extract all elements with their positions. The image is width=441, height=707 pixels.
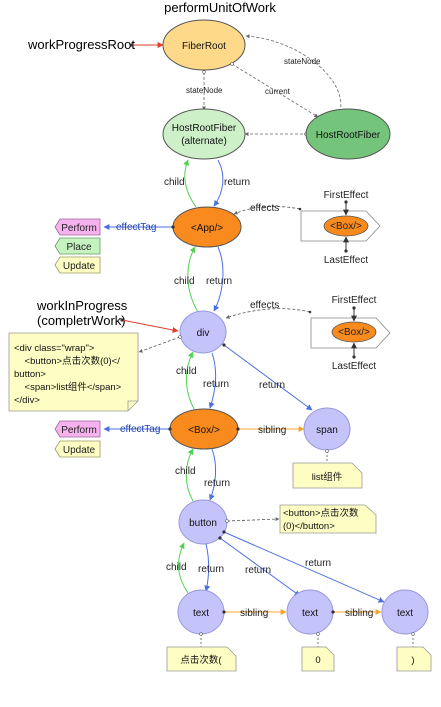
- return-label-6: return: [245, 565, 271, 576]
- sibling-label-3: sibling: [345, 608, 373, 619]
- div-code-note: [8, 332, 139, 412]
- tag-perform-1: [54, 218, 101, 236]
- text-node-3-label: text: [397, 608, 413, 619]
- span-label: span: [316, 425, 338, 436]
- child-label-2: child: [174, 276, 195, 287]
- child-edge-2: [187, 246, 199, 313]
- div-code-line-5: </div>: [14, 395, 40, 406]
- effect-list-2-node: [331, 321, 377, 343]
- div-note-link: [138, 335, 182, 353]
- effects-label-1: effects: [250, 203, 279, 214]
- diagram-title: performUnitOfWork: [164, 0, 276, 15]
- return-edge-1: [213, 159, 224, 207]
- button-note-link: [225, 517, 280, 523]
- tag-update-2: [54, 440, 101, 458]
- host-root-fiber-label: HostRootFiber: [316, 130, 381, 141]
- div-node: [179, 310, 227, 354]
- effect-list-2-node-label: <Box/>: [338, 327, 370, 338]
- text-note-3-text: ): [411, 655, 414, 666]
- return-label-7: return: [305, 558, 331, 569]
- tag-perform-2: [54, 420, 101, 438]
- child-edge-3: [185, 351, 195, 410]
- return-label-1: return: [224, 177, 250, 188]
- text-note-2-text: 0: [315, 655, 320, 666]
- current-label: current: [265, 87, 291, 96]
- return-edge-2: [213, 246, 224, 312]
- effect-tag-label-1: effectTag: [116, 222, 156, 233]
- text-note-1-text: 点击次数(: [180, 654, 222, 666]
- div-code-line-1: <div class="wrap">: [14, 343, 95, 354]
- return-edge-4: [209, 448, 217, 501]
- div-code-line-3: button>: [14, 369, 46, 380]
- tag-place-1: [54, 237, 101, 255]
- work-in-progress-arrow: [120, 318, 179, 333]
- state-node-edge-2: [245, 34, 342, 114]
- return-label-5: return: [198, 564, 224, 575]
- first-effect-label-2: FirstEffect: [332, 295, 377, 306]
- work-progress-root-label: workProgressRoot: [27, 37, 135, 52]
- text-node-1-label: text: [193, 608, 209, 619]
- app-label: <App/>: [191, 223, 223, 234]
- text-note-3: [396, 646, 432, 672]
- return-label-span: return: [259, 380, 285, 391]
- child-label-4: child: [175, 466, 196, 477]
- fiber-root-label: FiberRoot: [182, 41, 226, 52]
- last-effect-label-1: LastEffect: [324, 255, 369, 266]
- first-effect-label-1: FirstEffect: [324, 190, 369, 201]
- return-edge-3: [208, 352, 217, 409]
- host-root-fiber-alternate-label-2: (alternate): [181, 136, 227, 147]
- effects-label-2: effects: [250, 300, 279, 311]
- effect-tag-label-2: effectTag: [120, 424, 160, 435]
- tag-update-1: [54, 256, 101, 274]
- tag-place-1-label: Place: [66, 242, 91, 253]
- button-label: button: [189, 518, 217, 529]
- effects-edge-1: [233, 206, 302, 215]
- span-note-text: list组件: [312, 471, 343, 483]
- text-node-2-label: text: [302, 608, 318, 619]
- box-label: <Box/>: [188, 425, 220, 436]
- work-in-progress-label-2: (completrWork): [37, 313, 126, 328]
- last-effect-label-2: LastEffect: [332, 361, 377, 372]
- return-edge-5: [204, 543, 211, 592]
- div-code-line-2: <button>点击次数(0)</: [14, 355, 120, 367]
- button-code-line-1: <button>点击次数: [283, 507, 359, 519]
- return-edge-span: [222, 343, 313, 411]
- return-edge-7: [222, 530, 385, 603]
- effect-list-1-node-label: <Box/>: [330, 221, 362, 232]
- tag-perform-1-label: Perform: [61, 223, 97, 234]
- effects-edge-2: [225, 308, 312, 319]
- return-label-3: return: [203, 379, 229, 390]
- state-node-label-2: stateNode: [284, 57, 321, 66]
- text-note-1: [166, 646, 237, 672]
- div-label: div: [197, 328, 210, 339]
- tag-perform-2-label: Perform: [61, 425, 97, 436]
- child-label-5: child: [166, 562, 187, 573]
- text-note-2: [301, 646, 335, 672]
- child-edge-4: [185, 448, 194, 502]
- button-code-note: [279, 504, 377, 534]
- state-node-label-1: stateNode: [186, 86, 223, 95]
- child-edge-5: [178, 542, 189, 594]
- sibling-label-1: sibling: [258, 425, 286, 436]
- span-note: [292, 462, 363, 489]
- host-root-fiber-node: [305, 108, 391, 160]
- return-label-4: return: [204, 478, 230, 489]
- tag-update-2-label: Update: [63, 445, 96, 456]
- button-code-line-2: (0)</button>: [283, 521, 335, 532]
- return-label-2: return: [206, 276, 232, 287]
- div-code-line-4: <span>list组件</span>: [14, 381, 122, 393]
- tag-update-1-label: Update: [63, 261, 96, 272]
- child-label-3: child: [176, 366, 197, 377]
- work-in-progress-label-1: workInProgress: [36, 298, 128, 313]
- host-root-fiber-alternate-node: [162, 108, 246, 160]
- text-node-3: [381, 589, 429, 635]
- child-edge-1: [183, 159, 197, 208]
- child-label-1: child: [164, 177, 185, 188]
- fiber-root-node: [162, 19, 246, 71]
- sibling-label-2: sibling: [240, 608, 268, 619]
- effect-list-1-node: [323, 215, 369, 237]
- host-root-fiber-alternate-label-1: HostRootFiber: [172, 123, 237, 134]
